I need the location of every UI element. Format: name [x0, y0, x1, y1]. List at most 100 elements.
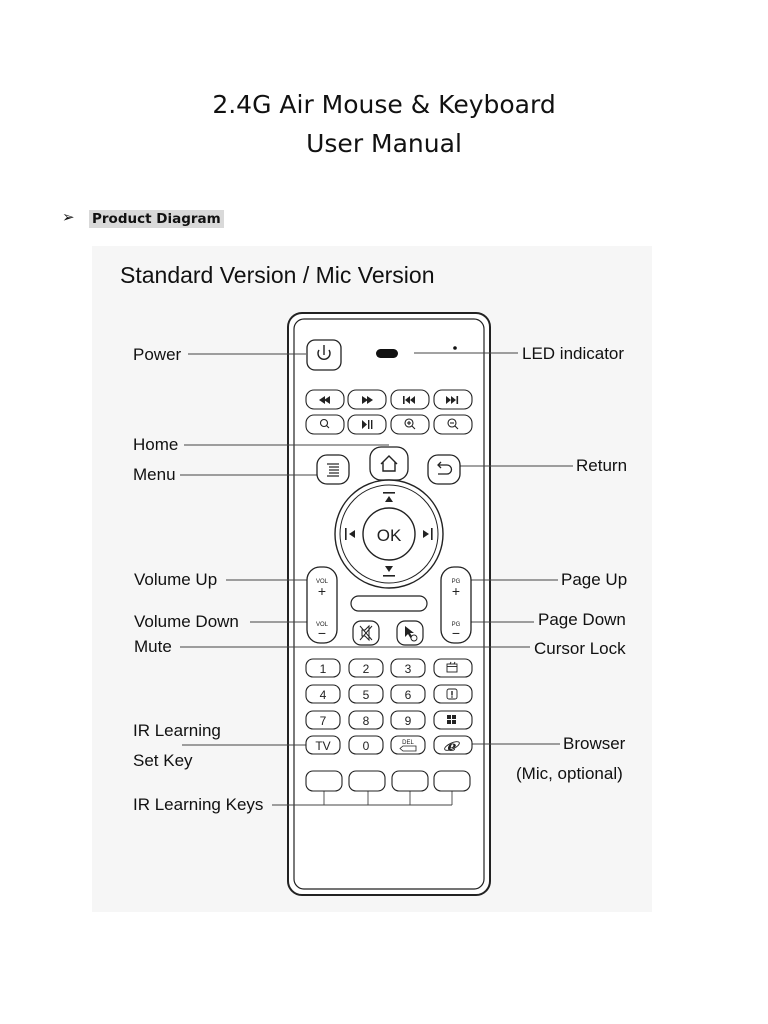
label-page-up: Page Up: [561, 570, 627, 589]
key-2[interactable]: [348, 658, 384, 678]
label-menu: Menu: [133, 465, 176, 484]
next-track-icon: [446, 396, 459, 404]
vol-up-caption: VOL: [316, 579, 329, 585]
center-bar-button[interactable]: [350, 595, 428, 612]
key-1[interactable]: [305, 658, 341, 678]
ir-learning-key-2[interactable]: [348, 770, 386, 792]
key-9[interactable]: [390, 710, 426, 730]
play-pause-icon: [362, 420, 373, 429]
app-key-2-icon: [446, 688, 458, 700]
dpad-left-icon: [345, 528, 355, 540]
key-3-label: 3: [405, 662, 412, 676]
key-2-label: 2: [363, 662, 370, 676]
app-key-2[interactable]: [433, 684, 473, 704]
document-title-line1: 2.4G Air Mouse & Keyboard: [212, 90, 556, 119]
rewind-icon: [319, 396, 330, 404]
label-page-down: Page Down: [538, 610, 626, 629]
browser-icon: e: [444, 739, 460, 755]
home-button[interactable]: [369, 446, 409, 481]
bullet-arrow-icon: ➢: [62, 209, 75, 226]
menu-button[interactable]: [316, 454, 350, 485]
key-4-label: 4: [320, 688, 327, 702]
mute-icon: [359, 624, 373, 642]
ir-learning-key-3[interactable]: [391, 770, 429, 792]
cursor-lock-icon: [405, 626, 418, 642]
pg-up-caption: PG: [452, 579, 461, 585]
page-up-icon: +: [452, 583, 460, 599]
led-indicator: [376, 349, 398, 358]
app-key-3-icon: [447, 715, 456, 724]
dpad-up-icon: [383, 492, 395, 502]
key-5[interactable]: [348, 684, 384, 704]
volume-up-icon: +: [318, 583, 326, 599]
key-1-label: 1: [320, 662, 327, 676]
power-icon: [317, 345, 331, 360]
mute-button[interactable]: [352, 620, 380, 646]
label-led-indicator: LED indicator: [522, 344, 624, 363]
zoom-out-button[interactable]: [433, 414, 473, 435]
leader-lines: [180, 352, 573, 806]
key-0-label: 0: [363, 739, 370, 753]
search-icon: [319, 418, 330, 429]
document-title-line2: User Manual: [306, 129, 462, 158]
page-rocker[interactable]: [440, 566, 472, 644]
key-6-label: 6: [405, 688, 412, 702]
zoom-in-button[interactable]: [390, 414, 430, 435]
label-set-key: Set Key: [133, 751, 193, 770]
ok-label: OK: [377, 526, 402, 545]
pg-down-caption: PG: [452, 622, 461, 628]
key-5-label: 5: [363, 688, 370, 702]
tv-key[interactable]: [305, 735, 341, 755]
ir-learning-key-4[interactable]: [433, 770, 471, 792]
fast-forward-icon: [362, 396, 373, 404]
key-6[interactable]: [390, 684, 426, 704]
app-key-1[interactable]: [433, 658, 473, 678]
delete-key[interactable]: [390, 735, 426, 755]
label-volume-up: Volume Up: [134, 570, 217, 589]
previous-track-icon: [403, 396, 415, 404]
volume-rocker[interactable]: [306, 566, 338, 644]
section-heading: Product Diagram: [89, 210, 224, 228]
diagram-heading: Standard Version / Mic Version: [120, 262, 435, 288]
key-0[interactable]: [348, 735, 384, 755]
zoom-in-icon: [404, 418, 416, 430]
delete-key-label: DEL: [402, 740, 414, 746]
key-3[interactable]: [390, 658, 426, 678]
label-power: Power: [133, 345, 182, 364]
ok-button[interactable]: OK: [362, 507, 416, 561]
label-volume-down: Volume Down: [134, 612, 239, 631]
label-mic-optional: (Mic, optional): [516, 764, 623, 783]
dpad-right-icon: [423, 528, 433, 540]
svg-text:e: e: [448, 739, 457, 755]
label-return: Return: [576, 456, 627, 475]
key-4[interactable]: [305, 684, 341, 704]
mic-hole: [453, 346, 457, 350]
page-down-icon: −: [452, 625, 460, 641]
label-browser: Browser: [563, 734, 626, 753]
label-home: Home: [133, 435, 178, 454]
vol-down-caption: VOL: [316, 622, 329, 628]
dpad-down-icon: [383, 566, 395, 577]
zoom-out-icon: [447, 418, 459, 430]
label-ir-learning-keys: IR Learning Keys: [133, 795, 263, 814]
key-9-label: 9: [405, 714, 412, 728]
home-icon: [380, 455, 398, 472]
tv-key-label: TV: [315, 739, 330, 753]
label-cursor-lock: Cursor Lock: [534, 639, 626, 658]
return-button[interactable]: [427, 454, 461, 485]
power-button[interactable]: [306, 339, 342, 371]
browser-key[interactable]: [433, 735, 473, 755]
menu-icon: [327, 463, 339, 477]
remote-body-inner: [293, 318, 485, 890]
search-button[interactable]: [305, 414, 345, 435]
key-8-label: 8: [363, 714, 370, 728]
cursor-lock-button[interactable]: [396, 620, 424, 646]
key-7[interactable]: [305, 710, 341, 730]
key-7-label: 7: [320, 714, 327, 728]
ir-learning-key-1[interactable]: [305, 770, 343, 792]
label-mute: Mute: [134, 637, 172, 656]
backspace-icon: [399, 745, 417, 752]
volume-down-icon: −: [318, 625, 326, 641]
key-8[interactable]: [348, 710, 384, 730]
